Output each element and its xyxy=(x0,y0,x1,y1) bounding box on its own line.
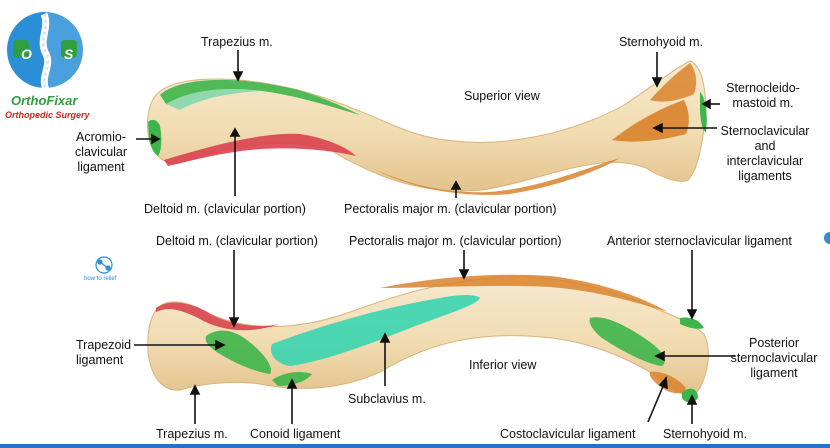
superior-leaders xyxy=(136,50,720,198)
inf-label-pectoralis: Pectoralis major m. (clavicular portion) xyxy=(349,234,562,248)
watermark-icon xyxy=(95,256,113,274)
inf-label-anterior-sc: Anterior sternoclavicular ligament xyxy=(607,234,792,248)
sup-label-sternoclavicular: Sternoclavicular and interclavicular lig… xyxy=(720,124,810,183)
inferior-clavicle xyxy=(147,274,709,403)
superior-view-label: Superior view xyxy=(464,89,540,103)
superior-sternohyoid-muscle xyxy=(650,63,697,102)
logo-s-badge xyxy=(61,40,77,58)
logo-tagline: Orthopedic Surgery xyxy=(5,110,90,120)
superior-trapezius-muscle xyxy=(160,79,360,115)
logo-name: OrthoFixar xyxy=(11,93,78,108)
inf-label-deltoid: Deltoid m. (clavicular portion) xyxy=(156,234,318,248)
inf-label-trapezoid: Trapezoid ligament xyxy=(76,338,132,367)
inferior-costoclavicular-ligament xyxy=(649,371,686,394)
inferior-subclavius-muscle xyxy=(270,295,480,366)
inferior-anterior-sc-ligament xyxy=(680,317,704,329)
inf-label-sternohyoid: Sternohyoid m. xyxy=(663,427,748,441)
superior-trapezius-tendon xyxy=(166,88,262,110)
inf-label-trapezius: Trapezius m. xyxy=(156,427,228,441)
superior-pectoralis-muscle xyxy=(372,158,620,195)
sup-label-pectoralis: Pectoralis major m. (clavicular portion) xyxy=(344,202,557,216)
superior-clavicle xyxy=(147,60,707,195)
edge-marker-icon xyxy=(824,232,830,244)
inf-label-posterior-sc: Posterior sternoclavicular ligament xyxy=(730,336,818,380)
sup-label-sternohyoid: Sternohyoid m. xyxy=(619,35,704,49)
inf-label-costoclavicular: Costoclavicular ligament xyxy=(500,427,636,441)
bottom-accent-bar xyxy=(0,444,830,448)
logo-o-badge xyxy=(13,40,29,58)
superior-scm-muscle xyxy=(700,92,707,132)
inf-label-subclavius: Subclavius m. xyxy=(348,392,426,406)
sup-label-deltoid: Deltoid m. (clavicular portion) xyxy=(144,202,306,216)
inferior-posterior-sc-ligament xyxy=(589,317,665,366)
logo-right-letter: S xyxy=(64,46,74,62)
watermark-text: how to relief xyxy=(84,276,117,282)
inf-label-conoid: Conoid ligament xyxy=(250,427,341,441)
sup-label-scm: Sternocleido- mastoid m. xyxy=(726,81,800,110)
inferior-deltoid-muscle xyxy=(156,302,280,331)
sup-label-trapezius: Trapezius m. xyxy=(201,35,273,49)
inferior-leaders xyxy=(134,250,735,424)
inferior-pectoralis-muscle xyxy=(380,274,668,312)
superior-sternoclavicular-ligament xyxy=(612,100,689,142)
orthofixar-logo xyxy=(5,10,85,92)
sup-label-acromioclavicular: Acromio- clavicular ligament xyxy=(74,130,128,174)
inferior-view-label: Inferior view xyxy=(469,358,537,372)
inferior-trapezoid-ligament xyxy=(205,330,272,374)
logo-left-letter: O xyxy=(21,46,32,62)
superior-deltoid-muscle xyxy=(164,133,356,166)
